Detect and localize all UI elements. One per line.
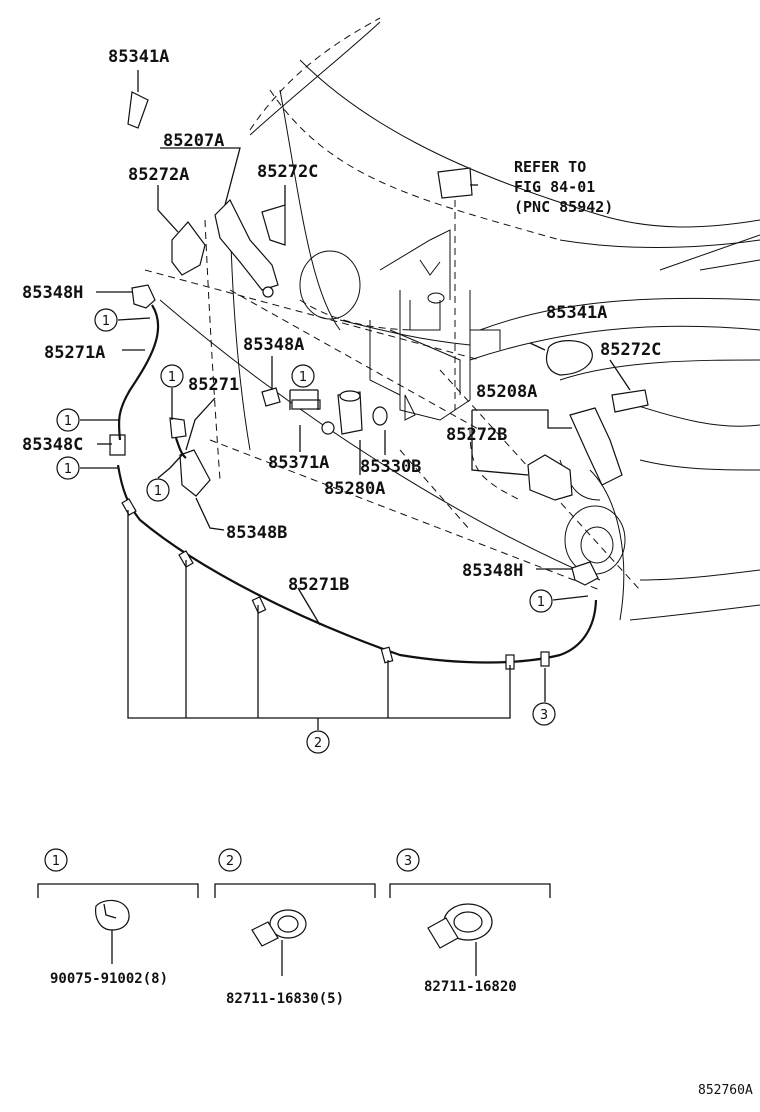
hose-clip-large-inner [453, 911, 483, 933]
label-85348A: 85348A [243, 335, 304, 355]
legend-circle [396, 848, 420, 872]
figure-id: 852760A [698, 1083, 753, 1098]
pump-assembly [109, 387, 388, 497]
joint-85348B [179, 449, 211, 497]
hoses [116, 304, 598, 670]
label-85207A: 85207A [163, 131, 224, 151]
legend-number-3: 3 [404, 854, 412, 869]
cap-85341A-right [545, 340, 593, 376]
label-85272B: 85272B [446, 425, 507, 445]
legend-part-1: 90075-91002(8) [50, 971, 168, 987]
hose-85271A [117, 304, 160, 441]
label-85272C-top: 85272C [257, 162, 318, 182]
legend-circle [218, 848, 242, 872]
label-85208A: 85208A [476, 382, 537, 402]
part-labels: 85341A 85207A 85272A 85272C 85348H 85271… [22, 47, 661, 595]
callout-circle [56, 408, 80, 432]
legend-number-1: 1 [52, 854, 60, 869]
washer-tank [369, 229, 501, 421]
callout-3: 3 [540, 708, 548, 723]
bracket-85272C-top [261, 204, 286, 246]
hose-clip-large-tab [427, 917, 459, 949]
pump-inlet [339, 390, 361, 402]
hose-clip-d [380, 646, 394, 664]
legend-circle [44, 848, 68, 872]
legend-number-2: 2 [226, 854, 234, 869]
callout-circle [146, 478, 170, 502]
grommet-85330B [372, 406, 388, 426]
clamp-85271 [169, 417, 187, 439]
legend-part-3: 82711-16820 [424, 979, 517, 995]
label-85271B: 85271B [288, 575, 349, 595]
nozzle-85207A [214, 198, 279, 291]
callout-1: 1 [102, 314, 110, 329]
callout-2: 2 [314, 736, 322, 751]
joint-85348C [109, 434, 126, 456]
reference-line-1: REFER TO [514, 158, 586, 176]
label-85330B: 85330B [360, 457, 421, 477]
hose-85271 [174, 437, 187, 459]
label-85348B: 85348B [226, 523, 287, 543]
hose-clip-f [540, 651, 550, 667]
nozzle-85208A [569, 407, 623, 486]
joint-85348A [261, 387, 281, 407]
headlamp-cleaner-left [127, 91, 473, 309]
callout-circle [291, 364, 315, 388]
label-85271A: 85271A [44, 343, 105, 363]
diagram-callouts: 1 1 1 1 1 1 1 2 3 [56, 308, 556, 754]
callout-circle [532, 702, 556, 726]
label-85272A: 85272A [128, 165, 189, 185]
leader-lines [80, 70, 631, 730]
pump-grommet [321, 421, 335, 435]
callout-1: 1 [64, 462, 72, 477]
hose-clip-c [251, 596, 267, 614]
label-85348H-left: 85348H [22, 283, 83, 303]
bracket-85272B [527, 454, 573, 501]
pin-85371A [291, 399, 321, 410]
hose-clip-tab [251, 921, 279, 947]
reference-note: REFER TO FIG 84-01 (PNC 85942) [514, 158, 613, 216]
hose-clip-a [121, 498, 137, 516]
legend-part-2: 82711-16830(5) [226, 991, 344, 1007]
motor-ref-842 [437, 167, 473, 199]
callout-circle [94, 308, 118, 332]
hose-joint-85348H-right [571, 561, 599, 586]
callout-circle [56, 456, 80, 480]
label-85280A: 85280A [324, 479, 385, 499]
callout-1: 1 [154, 484, 162, 499]
hose-joint-85348H-left [131, 284, 156, 309]
callout-circle [529, 589, 553, 613]
bracket-85272A [171, 221, 206, 276]
reference-line-2: FIG 84-01 [514, 178, 595, 196]
callout-circle [306, 730, 330, 754]
callout-circle [160, 364, 184, 388]
hose-clip-inner [277, 915, 299, 933]
label-85341A-top: 85341A [108, 47, 169, 67]
legend: 1 90075-91002(8) 2 82711-16830(5) 3 8271… [37, 848, 551, 1007]
label-85341A-right: 85341A [546, 303, 607, 323]
nozzle-tip [262, 286, 274, 298]
headlamp-cleaner-right [527, 340, 649, 586]
clamp-icon [95, 899, 130, 931]
label-85371A: 85371A [268, 453, 329, 473]
hose-clip-b [178, 550, 194, 568]
callout-1: 1 [537, 595, 545, 610]
label-85272C-right: 85272C [600, 340, 661, 360]
bracket-85272C-right [611, 389, 649, 413]
label-85348H-right: 85348H [462, 561, 523, 581]
callout-1: 1 [299, 370, 307, 385]
label-85348C: 85348C [22, 435, 83, 455]
callout-1: 1 [64, 414, 72, 429]
cap-85341A-top [127, 91, 149, 129]
label-85271: 85271 [188, 375, 239, 395]
reference-line-3: (PNC 85942) [514, 198, 613, 216]
callout-1: 1 [168, 370, 176, 385]
